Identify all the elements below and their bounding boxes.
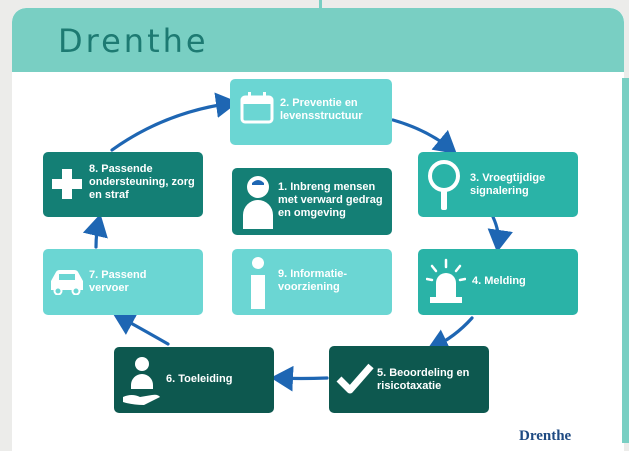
step-8-box: 8. Passende ondersteuning, zorg en straf: [43, 152, 203, 217]
plus-cross-icon: [52, 169, 82, 199]
arrow-8-to-2: [110, 92, 239, 152]
step-2-label: 2. Preventie en levensstructuur: [280, 97, 363, 122]
step-9-box: 9. Informatie-voorziening: [232, 249, 392, 315]
siren-icon: [426, 258, 466, 303]
header-bar: Drenthe: [12, 8, 624, 72]
step-6-label: 6. Toeleiding: [166, 373, 233, 385]
step-5-box: 5. Beoordeling en risicotaxatie: [329, 346, 489, 413]
step-2-box: 2. Preventie en levensstructuur: [230, 79, 392, 145]
header-connector-line: [319, 0, 322, 13]
page-title: Drenthe: [58, 22, 209, 60]
step-8-label: 8. Passende ondersteuning, zorg en straf: [89, 163, 195, 201]
arrow-7-to-8: [82, 213, 108, 249]
step-1-box: 1. Inbreng mensen met verward gedrag en …: [232, 168, 392, 235]
step-3-box: 3. Vroegtijdige signalering: [418, 152, 578, 217]
arrow-2-to-3: [391, 118, 457, 155]
step-6-box: 6. Toeleiding: [114, 347, 274, 413]
step-7-label: 7. Passend vervoer: [89, 269, 147, 294]
step-7-box: 7. Passend vervoer: [43, 249, 203, 315]
person-hand-icon: [123, 357, 160, 405]
magnifier-icon: [428, 160, 460, 210]
info-icon: [251, 257, 265, 309]
arrow-4-to-5: [426, 316, 474, 353]
arrow-6-to-7: [112, 312, 170, 346]
drenthe-logo-text: Drenthe: [519, 428, 572, 444]
arrow-5-to-6: [270, 365, 329, 392]
step-3-label: 3. Vroegtijdige signalering: [470, 172, 546, 197]
car-icon: [51, 270, 83, 295]
step-4-label: 4. Melding: [472, 275, 526, 287]
step-4-box: 4. Melding: [418, 249, 578, 315]
arrow-3-to-4: [487, 215, 513, 253]
checkmark-icon: [336, 363, 374, 394]
step-1-label: 1. Inbreng mensen met verward gedrag en …: [278, 181, 383, 219]
person-icon: [243, 176, 273, 229]
side-accent-bar: [622, 78, 629, 443]
step-9-label: 9. Informatie-voorziening: [278, 268, 348, 293]
calendar-icon: [240, 92, 274, 124]
step-5-label: 5. Beoordeling en risicotaxatie: [377, 367, 470, 392]
